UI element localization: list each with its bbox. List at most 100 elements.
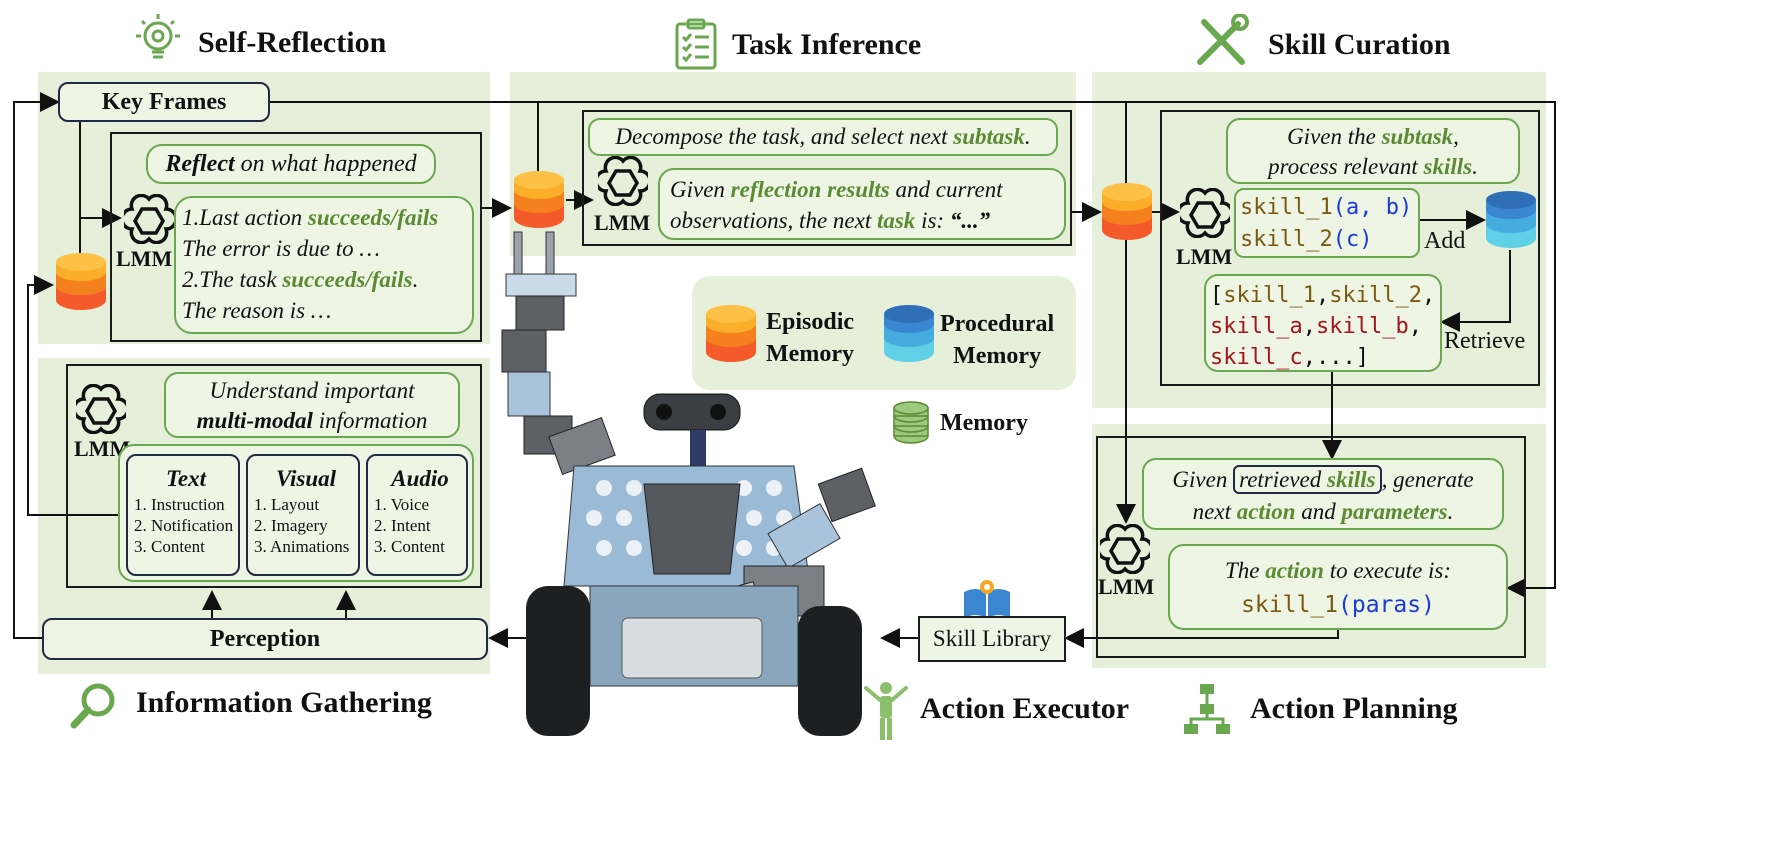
skill-list-item2: skill_2	[1329, 283, 1422, 308]
procedural-memory-legend-icon	[884, 305, 934, 362]
skill-list-comma: ,	[1315, 283, 1330, 308]
reflection-box	[110, 132, 482, 342]
skill-prompt-line2: process relevant	[1268, 154, 1424, 179]
skill-list-comma: ,	[1408, 314, 1422, 339]
openai-logo-icon	[598, 156, 648, 206]
skill2-name: skill_2	[1240, 227, 1333, 252]
task-line1: Given	[670, 177, 731, 202]
reflect-keyword: Reflect	[165, 150, 235, 177]
reflect-line3: 2.The task	[182, 267, 283, 292]
reflect-prompt-text: on what happened	[240, 150, 417, 177]
action-keyword: action	[1265, 558, 1324, 583]
skill-curation-box	[1160, 110, 1540, 386]
action-executor-title: Action Executor	[920, 692, 1130, 725]
openai-logo-icon	[76, 384, 126, 434]
reflect-line4: The reason is …	[182, 298, 332, 323]
task-prompt-subtask: subtask	[953, 124, 1025, 149]
skill-prompt-line1: Given the	[1287, 124, 1382, 149]
person-icon	[864, 682, 908, 740]
task-prompt-text: Decompose the task, and select next	[615, 124, 954, 149]
skill2-args: (c)	[1332, 227, 1373, 252]
skill-prompt-bubble: Given the subtask, process relevant skil…	[1226, 118, 1520, 184]
text-modality-card: Text 1. Instruction 2. Notification 3. C…	[126, 454, 240, 576]
audio-modality-card: Audio 1. Voice 2. Intent 3. Content	[366, 454, 468, 576]
memory-legend-icon	[893, 401, 929, 444]
planning-parameters: parameters	[1341, 499, 1448, 524]
information-gathering-title: Information Gathering	[136, 686, 432, 719]
episodic-memory-label: Episodic Memory	[766, 306, 854, 370]
task-line1-keyword: reflection results	[730, 177, 890, 202]
task-prompt-bubble: Decompose the task, and select next subt…	[588, 118, 1058, 156]
visual-item: 3. Animations	[254, 537, 350, 556]
openai-logo-icon	[1100, 524, 1150, 574]
planning-line2-end: .	[1447, 499, 1454, 524]
lmm-label-task: LMM	[594, 210, 651, 235]
perception-label: Perception	[209, 625, 321, 652]
visual-item: 2. Imagery	[254, 516, 328, 535]
skill-list-item-b: skill_b	[1315, 314, 1409, 339]
info-prompt-line2-end: information	[312, 408, 428, 433]
reflect-line1-status: succeeds/fails	[307, 205, 439, 230]
book-gear-icon	[964, 580, 1010, 618]
task-line2-mid: is:	[915, 208, 950, 233]
reflect-line1: 1.Last action	[182, 205, 308, 230]
skill-list-end: ,...]	[1302, 345, 1369, 370]
planning-line1: Given	[1172, 467, 1234, 492]
task-line1-end: and current	[889, 177, 1003, 202]
skill-list-item1: skill_1	[1223, 283, 1316, 308]
checklist-clipboard-icon	[675, 18, 717, 70]
skill-list-comma: ,	[1302, 314, 1316, 339]
task-line2-quote: “...”	[949, 208, 991, 233]
lightbulb-gear-icon	[136, 14, 180, 59]
audio-item: 3. Content	[374, 537, 445, 556]
lmm-label-reflect: LMM	[116, 246, 173, 271]
episodic-memory-icon	[514, 171, 564, 228]
robot-illustration	[501, 231, 876, 736]
text-item: 2. Notification	[134, 516, 234, 535]
audio-item: 2. Intent	[374, 516, 431, 535]
add-label: Add	[1424, 228, 1466, 254]
planning-retrieved: retrieved	[1239, 467, 1322, 492]
action-skill-name: skill_1	[1241, 592, 1338, 618]
perception-box: Perception	[42, 618, 488, 660]
action-planning-box	[1096, 436, 1526, 658]
skill-list-item-a: skill_a	[1210, 314, 1303, 339]
retrieve-label: Retrieve	[1444, 328, 1526, 354]
action-planning-title: Action Planning	[1250, 692, 1458, 725]
procedural-memory-icon	[1486, 191, 1536, 248]
magnifier-icon	[70, 683, 115, 729]
skill-curation-title: Skill Curation	[1268, 28, 1451, 61]
info-prompt-bubble: Understand important multi-modal informa…	[164, 372, 460, 438]
text-item: 1. Instruction	[134, 495, 225, 514]
skill-prompt-line1-end: ,	[1453, 124, 1459, 149]
lmm-label-planning: LMM	[1098, 574, 1155, 599]
openai-logo-icon	[124, 194, 174, 244]
skill-list-item-c: skill_c	[1210, 345, 1303, 370]
skill-list-open: [	[1210, 283, 1224, 308]
reflect-prompt-bubble: Reflect on what happened	[146, 144, 436, 184]
planning-line1-end: , generate	[1381, 467, 1474, 492]
audio-modality-title: Audio	[391, 466, 449, 491]
visual-modality-card: Visual 1. Layout 2. Imagery 3. Animation…	[246, 454, 360, 576]
key-frames-box: Key Frames	[58, 82, 270, 122]
task-inference-title: Task Inference	[732, 28, 922, 61]
planning-skills: skills	[1327, 467, 1376, 492]
reflect-result-bubble: 1.Last action succeeds/fails The error i…	[174, 196, 474, 334]
procedural-label-line1: Procedural	[940, 311, 1055, 337]
task-line2: observations, the next	[670, 208, 877, 233]
skill-library-label: Skill Library	[932, 626, 1052, 651]
planning-line2: next	[1192, 499, 1237, 524]
skill-prompt-subtask: subtask	[1381, 124, 1454, 149]
episodic-label-line2: Memory	[766, 341, 854, 367]
planning-and: and	[1295, 499, 1342, 524]
information-gathering-box	[66, 364, 482, 588]
procedural-memory-label: Procedural Memory	[940, 308, 1054, 372]
wrench-screwdriver-icon	[1197, 14, 1249, 65]
info-prompt-multimodal: multi-modal	[196, 408, 313, 433]
skill-list-comma: ,	[1421, 283, 1436, 308]
audio-item: 1. Voice	[374, 495, 430, 514]
memory-label: Memory	[940, 410, 1028, 436]
task-line2-keyword: task	[876, 208, 916, 233]
skill-prompt-skills: skills	[1423, 154, 1473, 179]
lmm-label-skill: LMM	[1176, 244, 1233, 269]
